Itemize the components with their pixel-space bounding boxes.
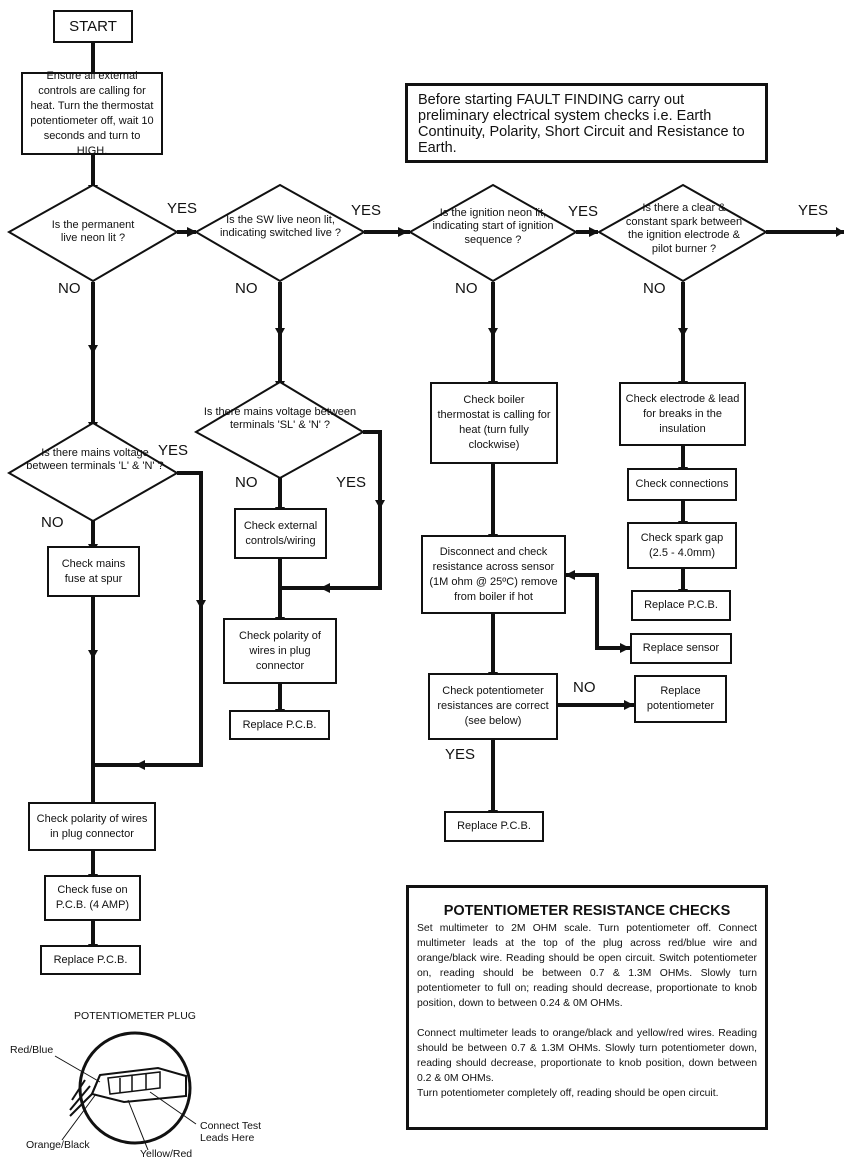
plug-label-connect: Connect Test Leads Here	[200, 1120, 262, 1144]
decision-d3	[408, 183, 578, 283]
yes-label-d6: YES	[336, 474, 367, 491]
yes-label-d1: YES	[167, 200, 198, 217]
external-controls-box: Check external controls/wiring	[234, 508, 327, 559]
plug-title: POTENTIOMETER PLUG	[74, 1010, 196, 1022]
electrode-lead-box: Check electrode & lead for breaks in the…	[619, 382, 746, 446]
preliminary-checks-note: Before starting FAULT FINDING carry out …	[405, 83, 768, 163]
replace-pcb-box-3: Replace P.C.B.	[444, 811, 544, 842]
decision-d4	[596, 183, 768, 283]
replace-pcb-box-1: Replace P.C.B.	[40, 945, 141, 975]
no-label-potentiometer: NO	[573, 679, 596, 696]
boiler-thermostat-box: Check boiler thermostat is calling for h…	[430, 382, 558, 464]
checks-paragraph-1: Set multimeter to 2M OHM scale. Turn pot…	[417, 923, 757, 1009]
decision-d1	[6, 183, 180, 283]
no-label-d1: NO	[58, 280, 81, 297]
potentiometer-plug-drawing	[54, 1031, 197, 1151]
yes-label-d5: YES	[158, 442, 189, 459]
decision-d2-text: Is the SW live neon lit, indicating swit…	[219, 213, 342, 240]
decision-d3-text: Is the ignition neon lit, indicating sta…	[432, 206, 554, 246]
yes-label-d3: YES	[568, 203, 599, 220]
no-label-d6: NO	[235, 474, 258, 491]
decision-d5	[7, 421, 179, 523]
decision-d6	[193, 380, 365, 480]
spark-gap-box: Check spark gap (2.5 - 4.0mm)	[627, 522, 737, 569]
no-label-d5: NO	[41, 514, 64, 531]
plug-label-orange-black: Orange/Black	[26, 1139, 90, 1151]
yes-label-d2: YES	[351, 202, 382, 219]
potentiometer-checks-panel: POTENTIOMETER RESISTANCE CHECKS Set mult…	[406, 885, 768, 1130]
mains-fuse-box: Check mains fuse at spur	[47, 546, 140, 597]
ensure-controls-box: Ensure all external controls are calling…	[21, 70, 163, 157]
checks-paragraph-2: Connect multimeter leads to orange/black…	[417, 1028, 757, 1084]
check-connections-box: Check connections	[627, 468, 737, 501]
polarity-wires-box: Check polarity of wires in plug connecto…	[28, 802, 156, 851]
yes-label-d4: YES	[798, 202, 829, 219]
plug-label-red-blue: Red/Blue	[10, 1044, 54, 1056]
yes-label-potentiometer: YES	[445, 746, 476, 763]
decision-d6-text: Is there mains voltage between terminals…	[203, 405, 357, 432]
checks-paragraph-3: Turn potentiometer completely off, readi…	[417, 1088, 719, 1099]
plug-label-yellow-red: Yellow/Red	[140, 1148, 193, 1160]
decision-d4-text: Is there a clear & constant spark betwee…	[625, 202, 743, 255]
fuse-pcb-box: Check fuse on P.C.B. (4 AMP)	[44, 875, 141, 921]
potentiometer-resistance-box: Check potentiometer resistances are corr…	[428, 673, 558, 740]
decision-d5-text: Is there mains voltage between terminals…	[26, 446, 164, 473]
disconnect-sensor-box: Disconnect and check resistance across s…	[421, 535, 566, 614]
no-label-d4: NO	[643, 280, 666, 297]
replace-sensor-box: Replace sensor	[630, 633, 732, 664]
start-box: START	[53, 10, 133, 43]
no-label-d3: NO	[455, 280, 478, 297]
no-label-d2: NO	[235, 280, 258, 297]
decision-d1-text: Is the permanent live neon lit ?	[51, 218, 135, 245]
decision-d2	[193, 183, 367, 283]
checks-title: POTENTIOMETER RESISTANCE CHECKS	[443, 903, 731, 919]
replace-pcb-box-2: Replace P.C.B.	[229, 710, 330, 740]
replace-pcb-box-4: Replace P.C.B.	[631, 590, 731, 621]
polarity-plug-box: Check polarity of wires in plug connecto…	[223, 618, 337, 684]
replace-potentiometer-box: Replace potentiometer	[634, 675, 727, 723]
